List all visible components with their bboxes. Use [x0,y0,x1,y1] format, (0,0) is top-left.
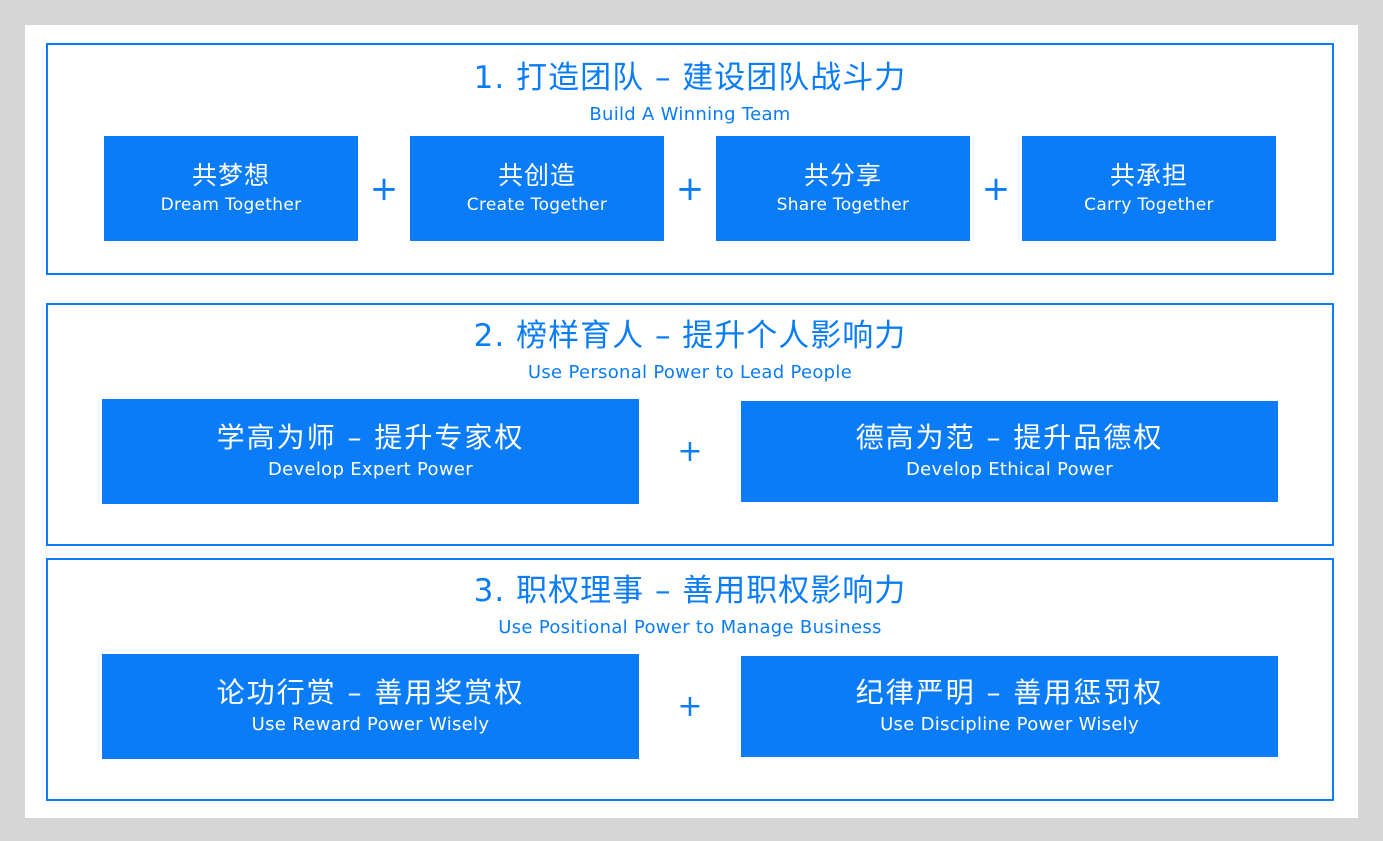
card-title-cn: 纪律严明 – 善用惩罚权 [855,675,1164,709]
card-title-cn: 共分享 [803,160,882,190]
section-1-heading-en: Build A Winning Team [589,103,791,125]
section-1-heading-cn: 1. 打造团队 – 建设团队战斗力 [473,60,907,96]
card-title-cn: 共承担 [1109,160,1188,190]
card-develop-expert-power[interactable]: 学高为师 – 提升专家权 Develop Expert Power [102,399,639,505]
plus-icon: + [677,433,703,469]
section-3-heading: 3. 职权理事 – 善用职权影响力 Use Positional Power t… [48,573,1332,638]
card-title-en: Use Discipline Power Wisely [880,713,1139,735]
card-develop-ethical-power[interactable]: 德高为范 – 提升品德权 Develop Ethical Power [741,401,1278,503]
plus-icon: + [369,168,399,209]
section-2-heading-cn: 2. 榜样育人 – 提升个人影响力 [473,318,907,354]
section-2-heading: 2. 榜样育人 – 提升个人影响力 Use Personal Power to … [48,318,1332,383]
card-title-en: Develop Ethical Power [905,458,1114,480]
card-title-en: Share Together [776,195,910,216]
card-title-en: Use Reward Power Wisely [251,713,490,735]
section-build-a-winning-team: 1. 打造团队 – 建设团队战斗力 Build A Winning Team 共… [46,43,1334,275]
section-2-card-row: 学高为师 – 提升专家权 Develop Expert Power + 德高为范… [48,399,1332,505]
plus-icon: + [677,688,703,724]
card-title-cn: 学高为师 – 提升专家权 [216,420,525,454]
plus-icon: + [981,168,1011,209]
section-2-heading-en: Use Personal Power to Lead People [527,361,853,383]
section-use-positional-power: 3. 职权理事 – 善用职权影响力 Use Positional Power t… [46,558,1334,801]
card-use-reward-power[interactable]: 论功行赏 – 善用奖赏权 Use Reward Power Wisely [102,654,639,760]
card-title-cn: 论功行赏 – 善用奖赏权 [216,675,525,709]
slide-canvas: 1. 打造团队 – 建设团队战斗力 Build A Winning Team 共… [25,25,1358,818]
card-title-en: Create Together [466,195,608,216]
card-title-cn: 德高为范 – 提升品德权 [855,420,1164,454]
card-carry-together[interactable]: 共承担 Carry Together [1022,136,1276,242]
card-title-en: Develop Expert Power [268,458,473,480]
section-1-card-row: 共梦想 Dream Together + 共创造 Create Together… [48,136,1332,242]
section-3-heading-en: Use Positional Power to Manage Business [498,616,882,638]
card-title-en: Dream Together [160,195,302,216]
card-title-cn: 共梦想 [191,160,270,190]
section-3-card-row: 论功行赏 – 善用奖赏权 Use Reward Power Wisely + 纪… [48,654,1332,760]
plus-icon: + [675,168,705,209]
section-3-heading-cn: 3. 职权理事 – 善用职权影响力 [473,573,907,609]
card-dream-together[interactable]: 共梦想 Dream Together [104,136,358,242]
card-use-discipline-power[interactable]: 纪律严明 – 善用惩罚权 Use Discipline Power Wisely [741,656,1278,758]
card-share-together[interactable]: 共分享 Share Together [716,136,970,242]
card-create-together[interactable]: 共创造 Create Together [410,136,664,242]
card-title-cn: 共创造 [497,160,576,190]
section-1-heading: 1. 打造团队 – 建设团队战斗力 Build A Winning Team [48,60,1332,125]
card-title-en: Carry Together [1084,195,1214,216]
section-use-personal-power: 2. 榜样育人 – 提升个人影响力 Use Personal Power to … [46,303,1334,546]
